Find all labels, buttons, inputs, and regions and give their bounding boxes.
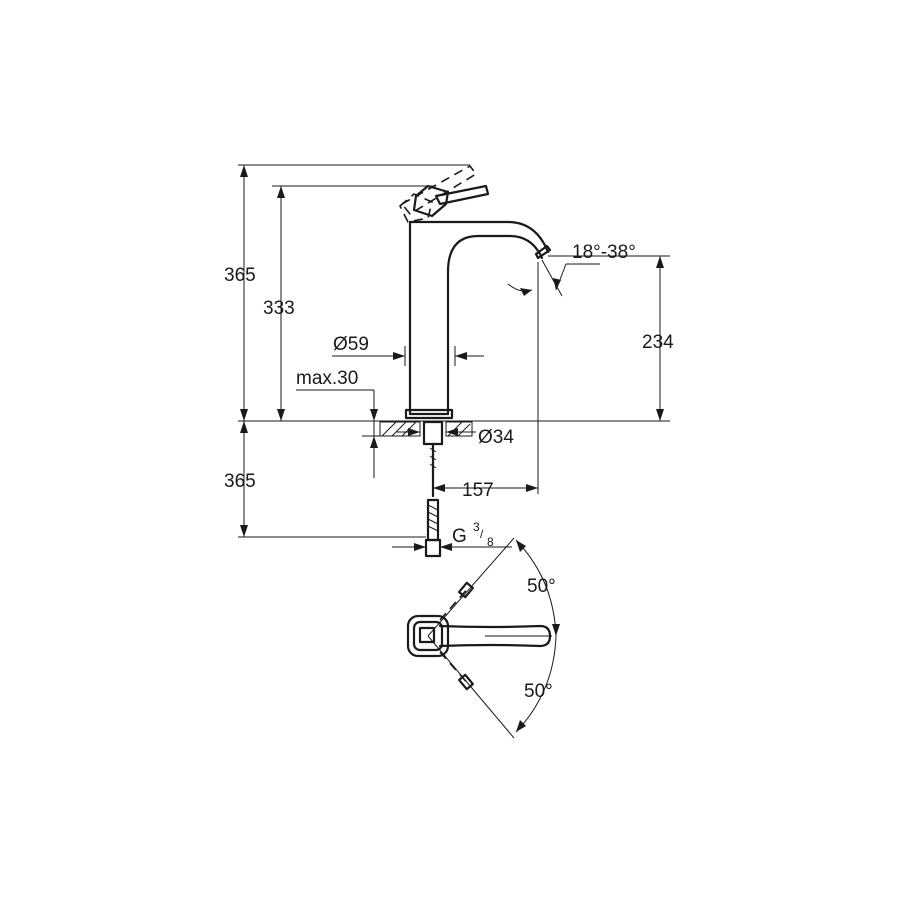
hose-connector <box>424 538 442 558</box>
faucet-body-outline <box>408 220 544 416</box>
supply-hose <box>426 468 440 542</box>
label-max-thickness: max.30 <box>296 368 358 389</box>
lever-rotated-lower <box>439 651 471 687</box>
countertop-block-left <box>379 421 421 437</box>
label-hole-diameter: Ø34 <box>478 427 514 448</box>
handle-lever <box>434 184 490 206</box>
countertop-hatching <box>381 421 471 437</box>
dimension-lines <box>238 164 670 551</box>
handle-lever-open-position <box>400 164 478 216</box>
dimension-labels: 365 333 234 Ø59 max.30 Ø34 157 365 G 3 /… <box>224 242 674 702</box>
faucet-top-view <box>406 537 560 739</box>
arc-rotation-lower <box>515 635 557 733</box>
countertop-section <box>238 420 670 558</box>
mounting-nut <box>422 420 444 446</box>
label-spout-height: 234 <box>642 332 674 353</box>
lever-rotated-upper <box>439 585 471 621</box>
top-view-base <box>406 614 450 658</box>
top-view-cap <box>418 626 436 644</box>
label-total-height: 365 <box>224 265 256 286</box>
label-handle-angle-lower: 50° <box>524 681 553 702</box>
aerator <box>534 244 552 260</box>
top-view-base-inner <box>412 620 444 652</box>
handle-cap-open-position <box>399 193 433 223</box>
label-thread-slash: / <box>480 527 484 541</box>
faucet-base <box>404 408 454 420</box>
label-spout-reach: 157 <box>462 480 494 501</box>
label-spout-angle: 18°-38° <box>572 242 636 263</box>
label-thread-den: 8 <box>487 535 494 549</box>
label-thread-prefix: G <box>452 526 467 547</box>
label-thread-num: 3 <box>473 520 480 534</box>
countertop-block-right <box>445 421 473 437</box>
label-handle-angle-upper: 50° <box>527 576 556 597</box>
spout-outer-outline <box>408 220 550 254</box>
supply-hose-braid <box>427 447 439 532</box>
label-handle-height: 333 <box>263 298 295 319</box>
label-body-diameter: Ø59 <box>333 334 369 355</box>
label-hose-length: 365 <box>224 471 256 492</box>
